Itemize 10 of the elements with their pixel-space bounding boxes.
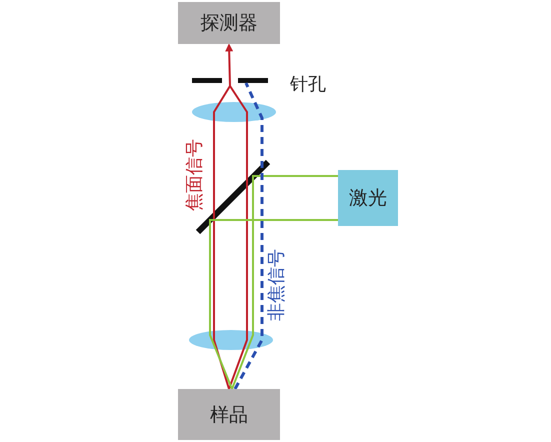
laser-box [338,170,398,226]
dashed-ray [234,82,264,390]
detector-box [178,2,280,44]
pinhole-label: 针孔 [290,73,326,96]
node-label: 探测器 [200,11,258,36]
arrow [213,43,248,390]
node-label: 激光 [349,186,387,211]
sample-box [178,389,280,440]
node-label: 样品 [210,402,248,428]
signal-label: 非焦信号 [265,249,288,321]
